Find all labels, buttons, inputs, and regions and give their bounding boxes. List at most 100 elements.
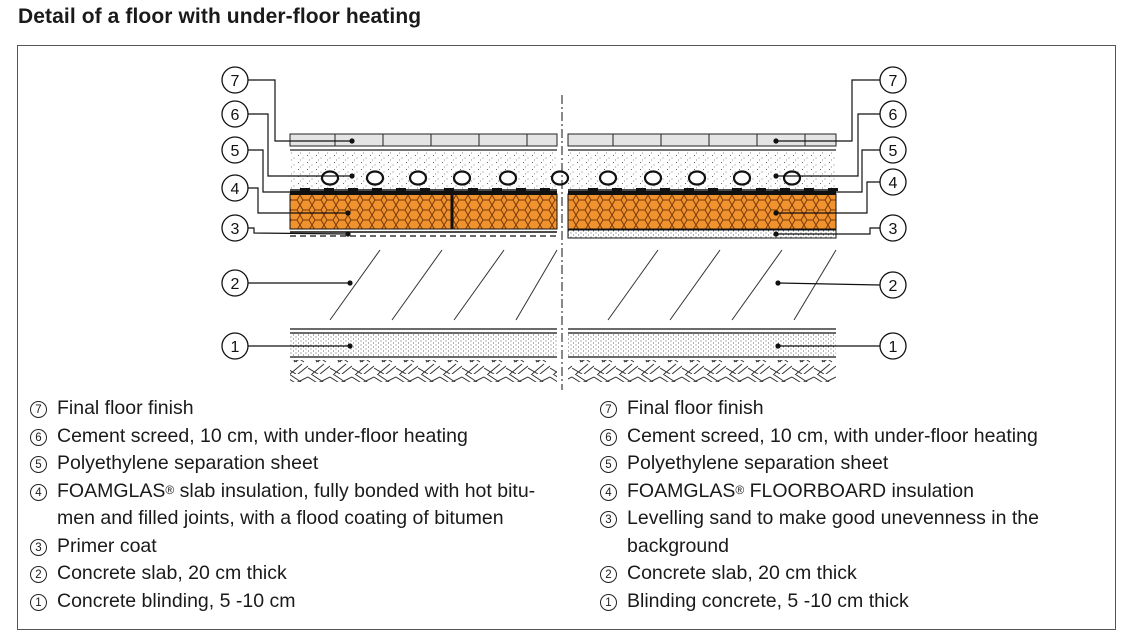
heating-pipe xyxy=(365,170,385,186)
foamglas-insulation xyxy=(289,193,558,230)
number-badge: 6 xyxy=(600,428,617,446)
leader-line xyxy=(248,227,349,235)
leader-line xyxy=(776,113,880,177)
callout-circle-right xyxy=(879,66,907,94)
ground xyxy=(290,360,557,382)
leader-line xyxy=(248,113,352,177)
legend-text: Concrete slab, 20 cm thick xyxy=(57,562,287,584)
callout-number: 4 xyxy=(231,181,240,198)
leader-line xyxy=(776,79,880,142)
floor-finish xyxy=(289,133,558,147)
callout-circle-right xyxy=(879,100,907,128)
slab-hatch xyxy=(453,249,505,321)
callout-circle-left xyxy=(221,332,249,360)
legend-left: 7 Final floor finish 6 Cement screed, 10 c… xyxy=(30,395,585,615)
callout-circle-left xyxy=(221,269,249,297)
section-layers xyxy=(289,95,838,390)
callout-circle-left xyxy=(221,174,249,202)
legend-text: Cement screed, 10 cm, with under-floor h… xyxy=(627,424,1038,447)
number-badge: 3 xyxy=(600,511,617,528)
heating-pipe xyxy=(687,170,707,186)
floor-finish xyxy=(567,133,837,147)
callout-circle-right xyxy=(879,136,907,164)
legend-item: 7 Final floor finish xyxy=(30,395,585,423)
heating-pipe xyxy=(598,170,618,186)
pipe-clip xyxy=(396,188,406,191)
callout-circle-left xyxy=(221,136,249,164)
legend-text-continued: men and filled joints, with a flood coat… xyxy=(57,507,504,529)
number-badge: 1 xyxy=(30,593,47,611)
legend-text: Final floor finish xyxy=(57,397,194,419)
callout-number: 4 xyxy=(889,175,898,192)
callout-number: 6 xyxy=(231,107,240,124)
leader-line xyxy=(776,149,880,193)
leader-dot xyxy=(345,231,351,237)
heating-pipe xyxy=(408,170,428,186)
pipe-clip xyxy=(348,188,358,191)
pipe-clip xyxy=(420,188,430,191)
number-badge: 6 xyxy=(30,428,47,446)
diagram-frame xyxy=(17,45,1116,630)
number-badge: 4 xyxy=(30,483,47,501)
slab-hatch xyxy=(793,249,837,321)
pipe-clip xyxy=(468,188,478,191)
pipe-clip xyxy=(828,188,838,191)
legend-text: Concrete blinding, 5 -10 cm xyxy=(57,589,296,612)
legend-text: Cement screed, 10 cm, with under-floor h… xyxy=(57,424,468,447)
leader-dot xyxy=(347,280,353,286)
legend-text: FOAMGLAS xyxy=(57,479,166,502)
number-badge: 7 xyxy=(30,401,47,418)
leader-dot xyxy=(347,343,353,349)
foamglas-insulation xyxy=(567,193,837,230)
legend-item: 7 Final floor finish xyxy=(600,395,1100,423)
registered-mark: ® xyxy=(735,482,745,497)
pipe-clip xyxy=(372,188,382,191)
leader-dot xyxy=(349,138,355,144)
legend-text: Final floor finish xyxy=(627,397,764,419)
leader-dot xyxy=(773,210,779,216)
heating-pipe xyxy=(782,170,802,186)
leader-dot xyxy=(349,189,355,195)
legend-item: 3 Levelling sand to make good unevenness … xyxy=(600,505,1100,560)
leader-line xyxy=(248,79,352,142)
legend-text: FLOORBOARD insulation xyxy=(744,479,974,502)
pipe-clip xyxy=(588,188,598,191)
page-title: Detail of a floor with under-floor heati… xyxy=(18,5,422,28)
callout-circle-right xyxy=(879,214,907,242)
number-badge: 3 xyxy=(30,538,47,556)
number-badge: 4 xyxy=(600,483,617,501)
pipe-clip xyxy=(660,188,670,191)
legend-text: FOAMGLAS xyxy=(627,479,736,502)
callout-number: 7 xyxy=(231,73,240,90)
pipe-clip xyxy=(756,188,766,191)
slab-hatch xyxy=(329,249,381,321)
callout-number: 1 xyxy=(231,339,240,356)
number-badge: 7 xyxy=(600,401,617,418)
heating-pipe xyxy=(550,170,570,186)
ground xyxy=(568,360,836,382)
legend-text: Levelling sand to make good unevenness i… xyxy=(627,507,1039,529)
pipe-clip xyxy=(492,188,502,191)
bitumen-flood-coat xyxy=(290,191,557,195)
slab-hatch xyxy=(669,249,721,321)
callout-circle-right xyxy=(879,168,907,196)
slab-hatch xyxy=(607,249,659,321)
callout-number: 5 xyxy=(231,143,240,160)
legend-item: 6 Cement screed, 10 cm, with under-floor … xyxy=(30,423,585,451)
leader-dot xyxy=(773,138,779,144)
leader-line xyxy=(776,227,880,235)
leader-dot xyxy=(773,231,779,237)
callout-number: 2 xyxy=(231,276,240,293)
pipe-clip xyxy=(324,188,334,191)
leader-dot xyxy=(773,173,779,179)
heating-pipe xyxy=(452,170,472,186)
callout-number: 3 xyxy=(231,221,240,238)
leader-line xyxy=(776,181,880,214)
